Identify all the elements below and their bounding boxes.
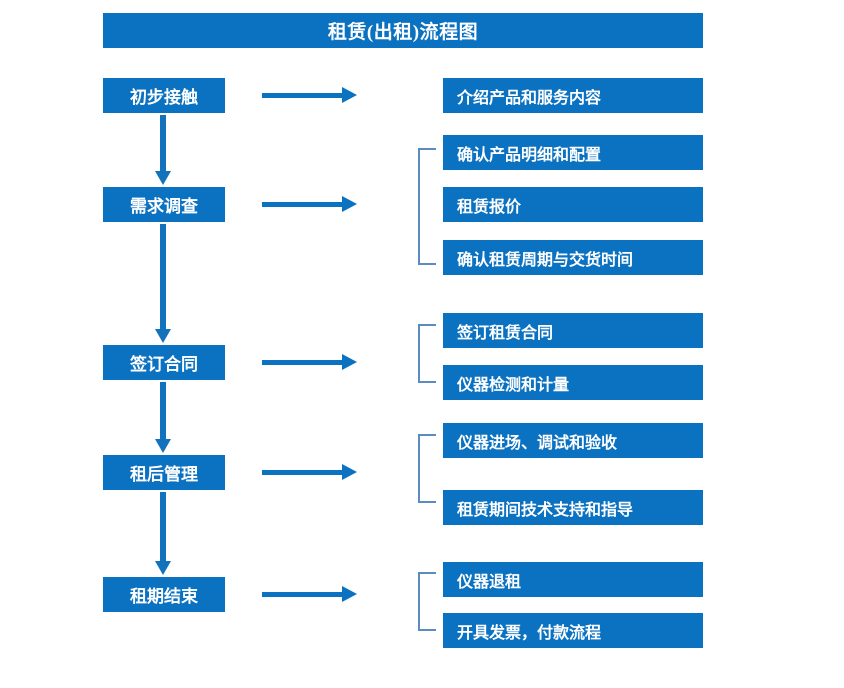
group-bracket-4 bbox=[418, 434, 436, 503]
group-bracket-2 bbox=[418, 148, 436, 265]
right-arrow-shaft bbox=[262, 470, 344, 475]
detail-box-2[interactable]: 确认产品明细和配置 bbox=[443, 135, 703, 170]
right-arrow-5 bbox=[262, 577, 357, 612]
detail-box-1[interactable]: 介绍产品和服务内容 bbox=[443, 78, 703, 113]
down-arrow-shaft bbox=[160, 224, 166, 330]
right-arrow-shaft bbox=[262, 93, 344, 98]
right-arrow-shaft bbox=[262, 592, 344, 597]
down-arrow-head bbox=[155, 561, 171, 575]
down-arrow-head bbox=[155, 329, 171, 343]
right-arrow-shaft bbox=[262, 202, 344, 207]
right-arrow-head bbox=[342, 586, 357, 602]
right-arrow-head bbox=[342, 354, 357, 370]
page-title: 租赁(出租)流程图 bbox=[103, 13, 703, 48]
down-arrow-2 bbox=[155, 224, 171, 343]
stage-box-1[interactable]: 初步接触 bbox=[103, 78, 225, 113]
group-bracket-5 bbox=[418, 572, 436, 631]
stage-box-3[interactable]: 签订合同 bbox=[103, 345, 225, 380]
detail-box-9[interactable]: 仪器退租 bbox=[443, 562, 703, 597]
detail-box-5[interactable]: 签订租赁合同 bbox=[443, 313, 703, 348]
right-arrow-3 bbox=[262, 345, 357, 380]
detail-box-4[interactable]: 确认租赁周期与交货时间 bbox=[443, 240, 703, 275]
stage-box-4[interactable]: 租后管理 bbox=[103, 455, 225, 490]
down-arrow-head bbox=[155, 171, 171, 185]
detail-box-10[interactable]: 开具发票，付款流程 bbox=[443, 613, 703, 648]
detail-box-8[interactable]: 租赁期间技术支持和指导 bbox=[443, 490, 703, 525]
stage-box-5[interactable]: 租期结束 bbox=[103, 577, 225, 612]
detail-box-3[interactable]: 租赁报价 bbox=[443, 187, 703, 222]
right-arrow-4 bbox=[262, 455, 357, 490]
right-arrow-shaft bbox=[262, 360, 344, 365]
right-arrow-1 bbox=[262, 78, 357, 113]
down-arrow-4 bbox=[155, 492, 171, 575]
down-arrow-1 bbox=[155, 115, 171, 185]
right-arrow-head bbox=[342, 196, 357, 212]
detail-box-7[interactable]: 仪器进场、调试和验收 bbox=[443, 423, 703, 458]
down-arrow-head bbox=[155, 439, 171, 453]
right-arrow-head bbox=[342, 87, 357, 103]
down-arrow-shaft bbox=[160, 492, 166, 562]
detail-box-6[interactable]: 仪器检测和计量 bbox=[443, 365, 703, 400]
group-bracket-3 bbox=[418, 324, 436, 383]
down-arrow-3 bbox=[155, 382, 171, 453]
right-arrow-head bbox=[342, 464, 357, 480]
down-arrow-shaft bbox=[160, 382, 166, 440]
stage-box-2[interactable]: 需求调查 bbox=[103, 187, 225, 222]
down-arrow-shaft bbox=[160, 115, 166, 172]
right-arrow-2 bbox=[262, 187, 357, 222]
